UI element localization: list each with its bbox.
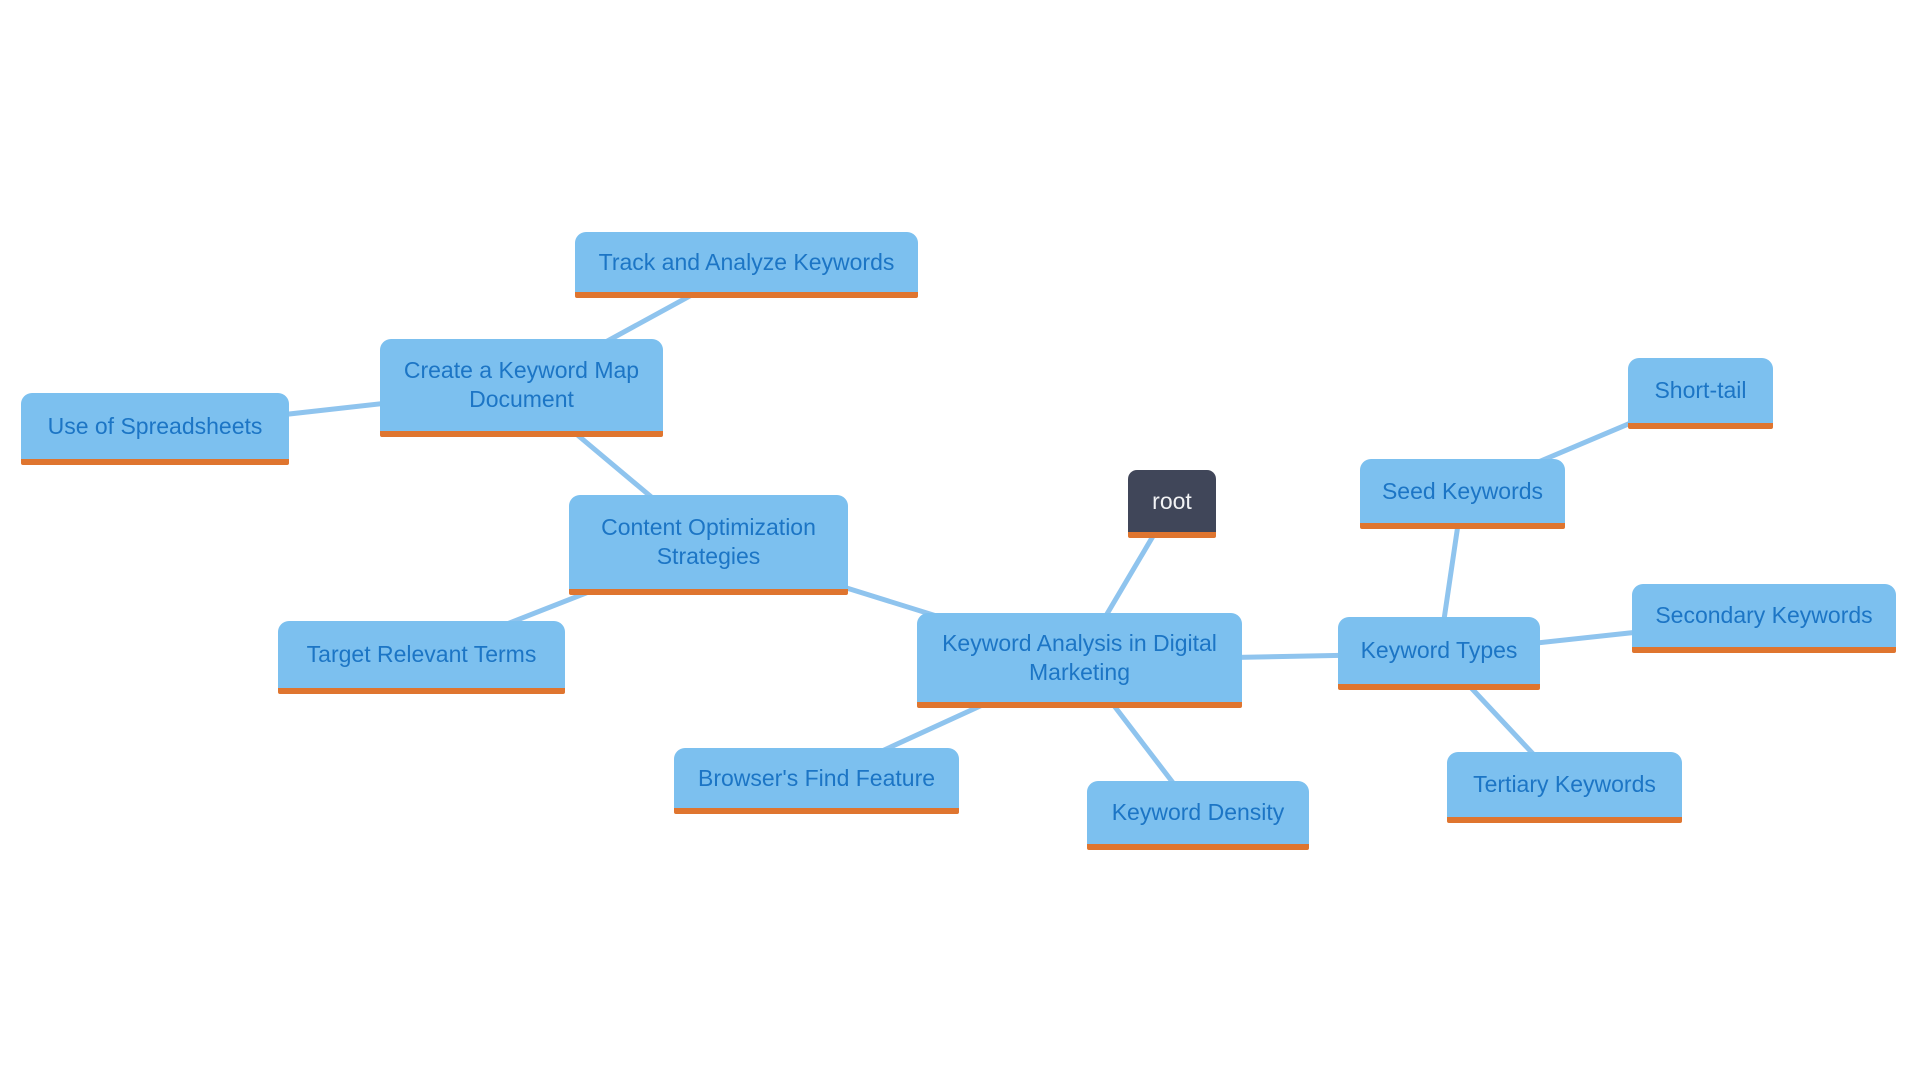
node-create-a-keyword-map-document[interactable]: Create a Keyword Map Document	[380, 339, 663, 437]
node-tertiary-keywords[interactable]: Tertiary Keywords	[1447, 752, 1682, 823]
node-label: Track and Analyze Keywords	[598, 248, 895, 275]
node-browsers-find-feature[interactable]: Browser's Find Feature	[674, 748, 959, 814]
node-keyword-types[interactable]: Keyword Types	[1338, 617, 1540, 690]
node-use-of-spreadsheets[interactable]: Use of Spreadsheets	[21, 393, 289, 465]
node-label: Keyword Analysis in Digital Marketing	[942, 629, 1217, 685]
node-label: Keyword Density	[1111, 799, 1285, 826]
node-label: Create a Keyword Map Document	[403, 357, 640, 412]
node-label: root	[1152, 487, 1192, 514]
node-label: Keyword Types	[1360, 637, 1518, 664]
node-keyword-analysis-in-digital-marketing[interactable]: Keyword Analysis in Digital Marketing	[917, 613, 1242, 708]
node-label: Seed Keywords	[1381, 477, 1544, 504]
node-seed-keywords[interactable]: Seed Keywords	[1360, 459, 1565, 529]
node-label: Tertiary Keywords	[1473, 771, 1656, 798]
node-label: Short-tail	[1654, 377, 1747, 404]
node-short-tail[interactable]: Short-tail	[1628, 358, 1773, 429]
node-label: Browser's Find Feature	[697, 764, 936, 791]
node-root[interactable]: root	[1128, 470, 1216, 538]
node-label: Content Optimization Strategies	[601, 514, 816, 569]
node-secondary-keywords[interactable]: Secondary Keywords	[1632, 584, 1896, 653]
node-track-and-analyze-keywords[interactable]: Track and Analyze Keywords	[575, 232, 918, 298]
node-label: Use of Spreadsheets	[47, 412, 263, 439]
node-keyword-density[interactable]: Keyword Density	[1087, 781, 1309, 850]
node-content-optimization-strategies[interactable]: Content Optimization Strategies	[569, 495, 848, 595]
node-label: Target Relevant Terms	[306, 641, 537, 668]
node-label: Secondary Keywords	[1655, 602, 1873, 629]
node-target-relevant-terms[interactable]: Target Relevant Terms	[278, 621, 565, 694]
